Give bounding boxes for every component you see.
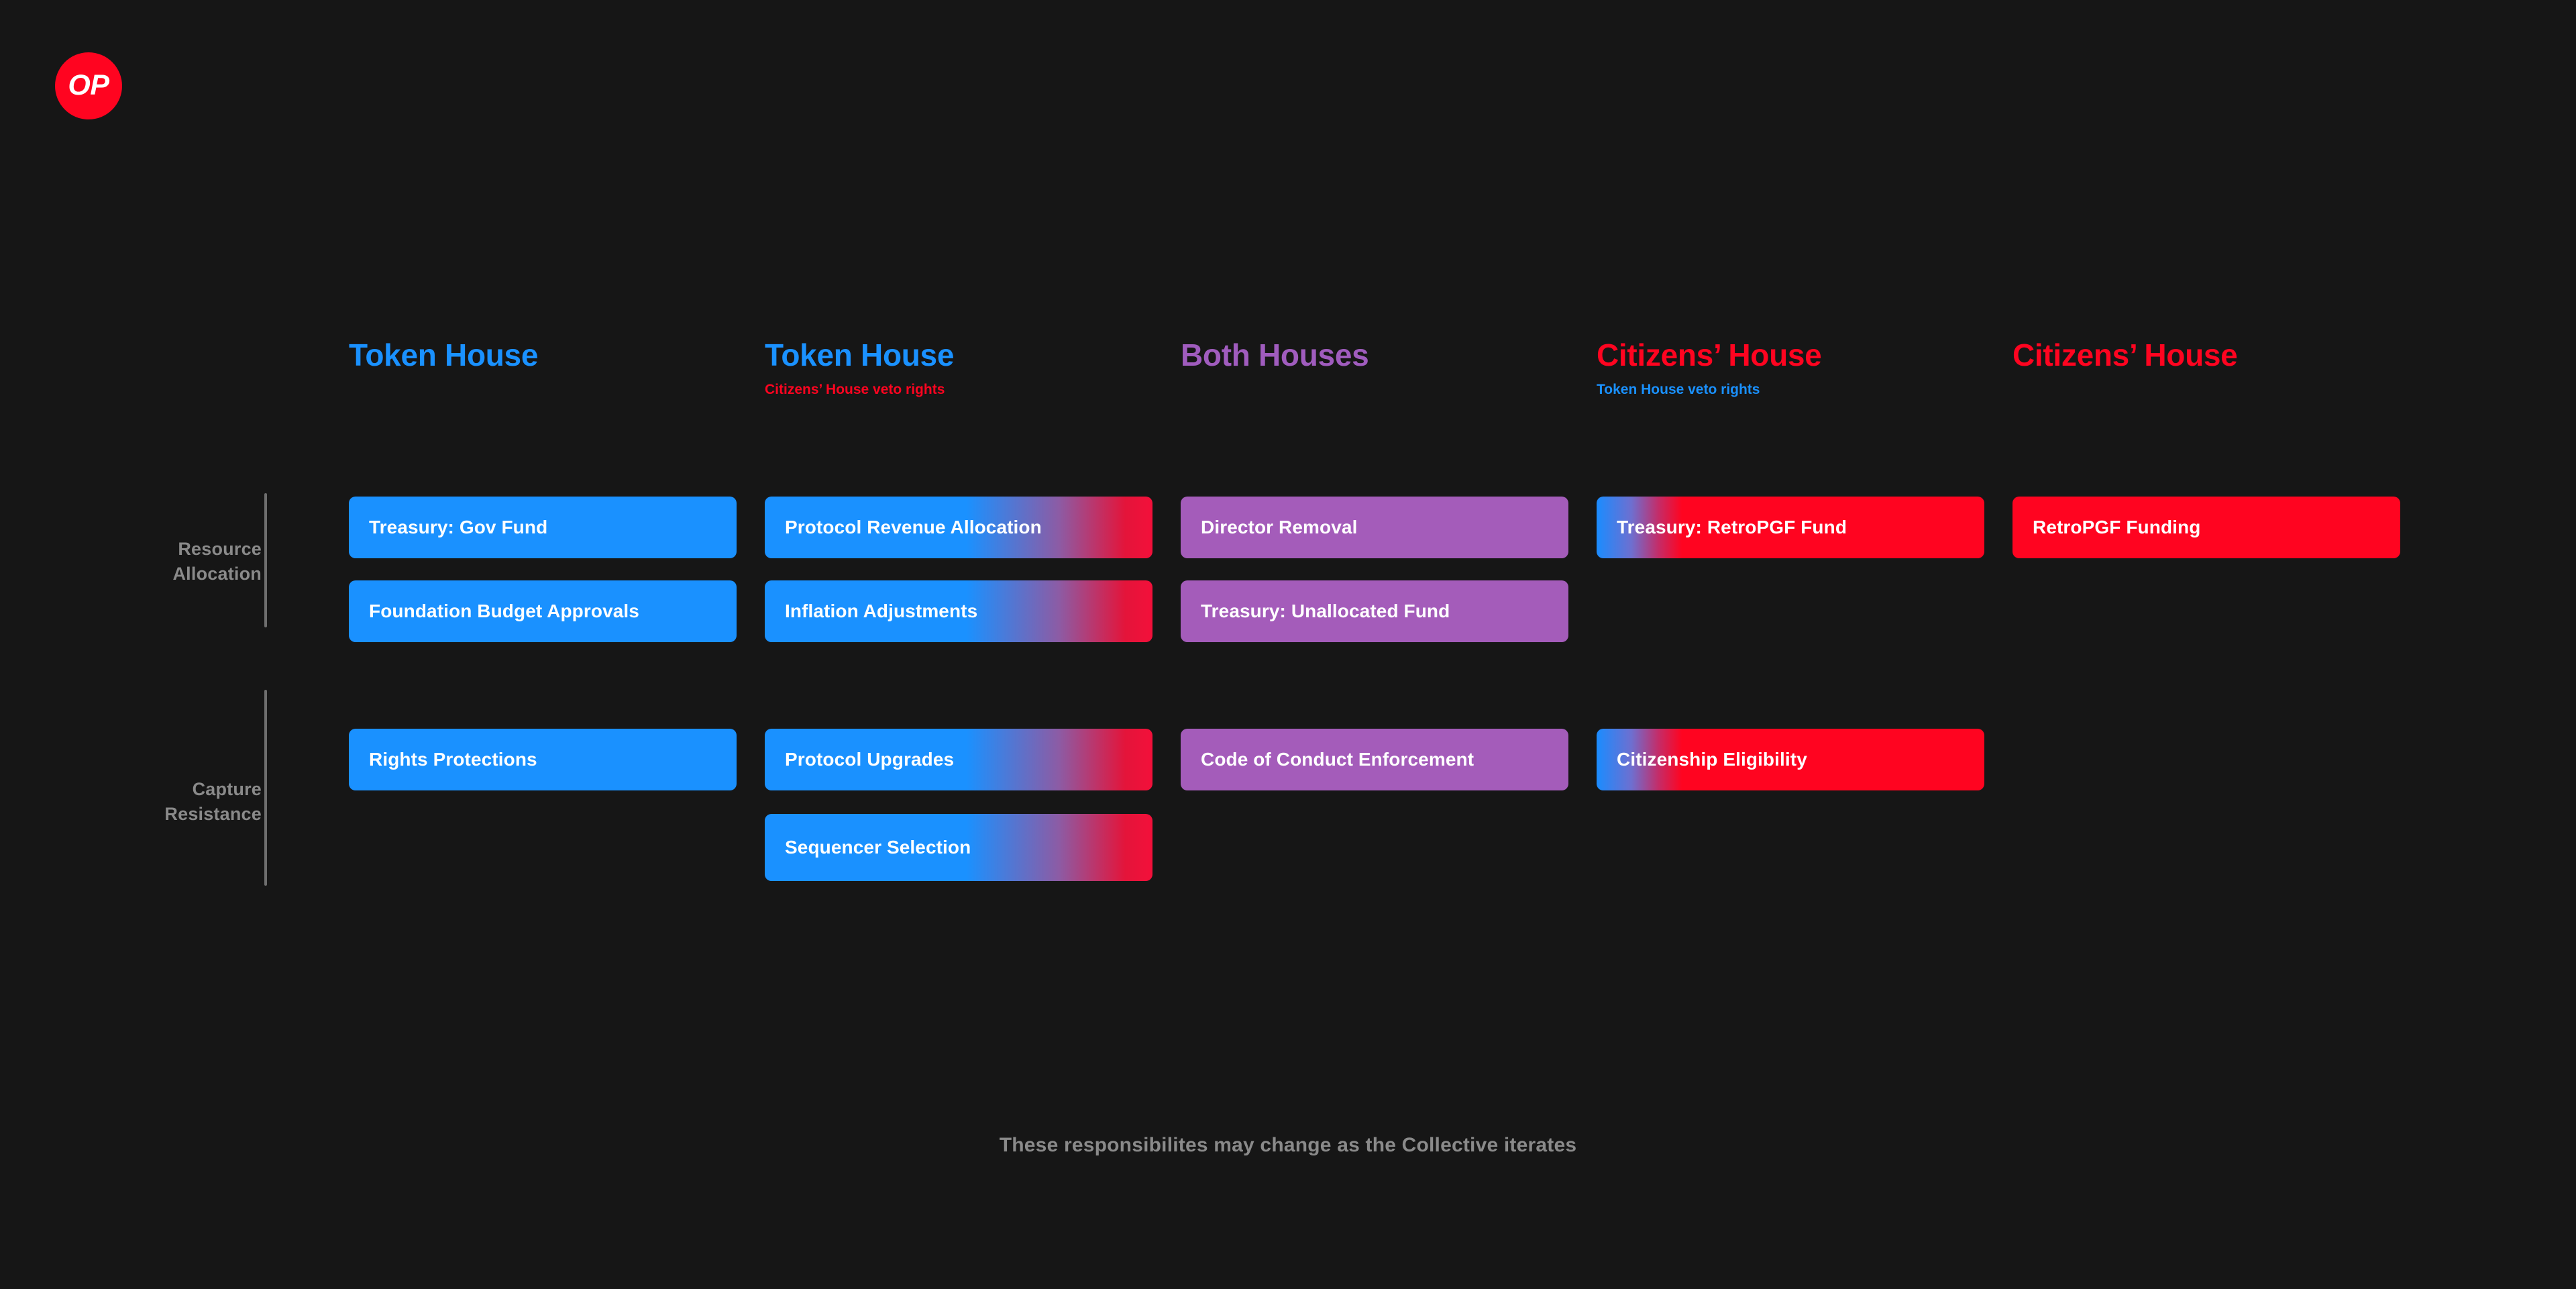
column-title-0: Token House [349,338,539,372]
row-divider-1 [264,690,267,886]
row-label-capture-resistance: Capture Resistance [40,777,262,827]
column-header-4: Citizens’ House [2012,338,2442,372]
card-sequencer-selection[interactable]: Sequencer Selection [765,814,1152,881]
column-header-2: Both Houses [1181,338,1610,372]
card-code-of-conduct-enforcement[interactable]: Code of Conduct Enforcement [1181,729,1568,790]
op-logo-text: OP [68,68,109,101]
card-protocol-revenue-allocation[interactable]: Protocol Revenue Allocation [765,497,1152,558]
column-title-3: Citizens’ House [1597,338,1822,372]
card-label: Foundation Budget Approvals [369,601,639,622]
card-citizenship-eligibility[interactable]: Citizenship Eligibility [1597,729,1984,790]
card-label: Protocol Revenue Allocation [785,517,1042,538]
card-label: Director Removal [1201,517,1358,538]
op-logo: OP [55,52,122,119]
card-label: Sequencer Selection [785,837,971,858]
column-subtitle-3: Token House veto rights [1597,382,1760,398]
card-label: Protocol Upgrades [785,749,955,770]
card-label: Treasury: RetroPGF Fund [1617,517,1847,538]
row-divider-0 [264,493,267,627]
card-label: Code of Conduct Enforcement [1201,749,1474,770]
row-label-line-1: Resource [178,539,262,559]
card-label: Treasury: Gov Fund [369,517,548,538]
row-label-line-1: Capture [192,779,262,799]
column-header-0: Token House [349,338,778,372]
card-label: Rights Protections [369,749,537,770]
card-inflation-adjustments[interactable]: Inflation Adjustments [765,580,1152,642]
card-label: Inflation Adjustments [785,601,978,622]
row-label-line-2: Resistance [164,804,262,825]
column-header-3: Citizens’ House Token House veto rights [1597,338,2026,398]
card-director-removal[interactable]: Director Removal [1181,497,1568,558]
card-treasury-retropgf-fund[interactable]: Treasury: RetroPGF Fund [1597,497,1984,558]
card-label: Citizenship Eligibility [1617,749,1807,770]
column-subtitle-1: Citizens’ House veto rights [765,382,945,398]
row-label-resource-allocation: Resource Allocation [40,537,262,587]
card-rights-protections[interactable]: Rights Protections [349,729,737,790]
card-treasury-unallocated-fund[interactable]: Treasury: Unallocated Fund [1181,580,1568,642]
card-retropgf-funding[interactable]: RetroPGF Funding [2012,497,2400,558]
card-foundation-budget-approvals[interactable]: Foundation Budget Approvals [349,580,737,642]
column-header-1: Token House Citizens’ House veto rights [765,338,1194,398]
column-title-2: Both Houses [1181,338,1369,372]
card-protocol-upgrades[interactable]: Protocol Upgrades [765,729,1152,790]
card-label: RetroPGF Funding [2033,517,2201,538]
column-title-1: Token House [765,338,955,372]
card-treasury-gov-fund[interactable]: Treasury: Gov Fund [349,497,737,558]
row-label-line-2: Allocation [172,564,262,584]
column-title-4: Citizens’ House [2012,338,2238,372]
card-label: Treasury: Unallocated Fund [1201,601,1450,622]
footer-note: These responsibilites may change as the … [999,1134,1577,1156]
